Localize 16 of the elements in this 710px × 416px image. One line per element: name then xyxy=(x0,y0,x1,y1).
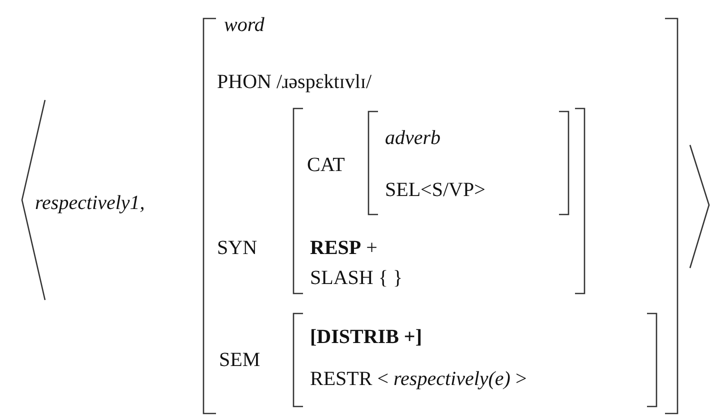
feature-value-pair: RESTR < respectively(e) > xyxy=(310,367,527,391)
phonology-feature: PHON /ɹəspɛktɪvlɪ/ xyxy=(217,70,372,94)
type-label: word xyxy=(224,13,264,37)
feature-value-pair: SEL<S/VP> xyxy=(385,178,486,202)
feature-matrix xyxy=(293,108,585,294)
feature-name: CAT xyxy=(307,153,345,177)
feature-name: SEM xyxy=(219,348,260,372)
feature-value-pair: SLASH { } xyxy=(310,266,403,290)
lexical-entry-name: respectively1, xyxy=(35,191,145,215)
feature-matrix xyxy=(368,111,569,215)
feature-value-pair: RESP + xyxy=(310,236,378,260)
feature-value-pair: [DISTRIB +] xyxy=(310,325,422,349)
feature-name: SYN xyxy=(217,236,258,260)
type-label: adverb xyxy=(385,126,441,150)
feature-matrix xyxy=(203,18,678,414)
feature-matrix xyxy=(293,313,657,407)
